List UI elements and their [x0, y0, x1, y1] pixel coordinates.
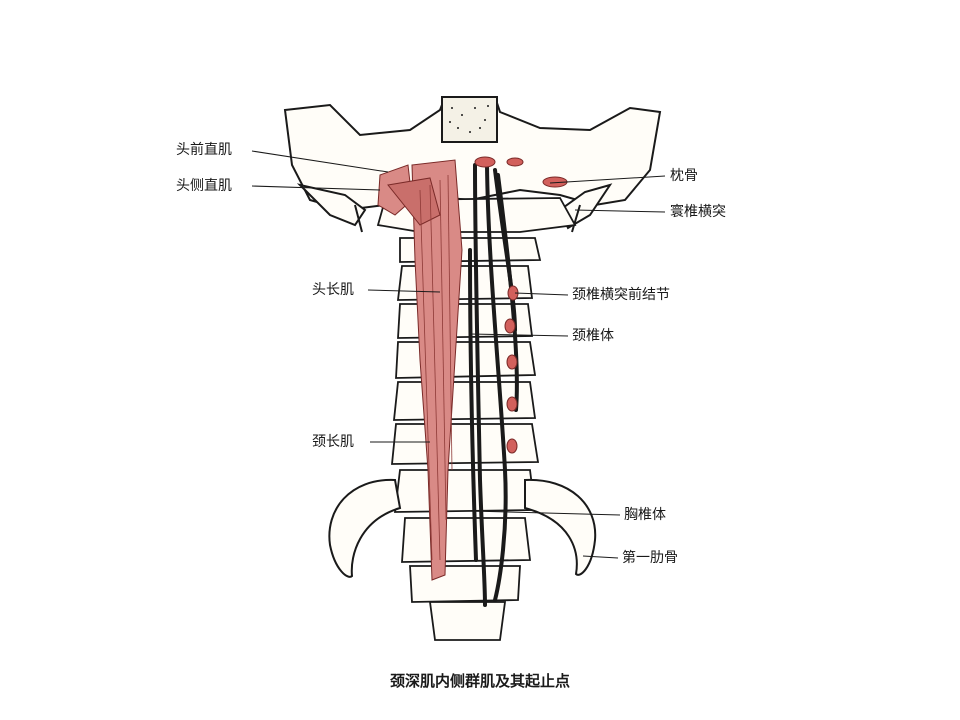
- label-thoracic-vertebral-body: 胸椎体: [624, 507, 666, 523]
- muscle-striations: [419, 174, 453, 561]
- label-atlas-transverse-process: 寰椎横突: [670, 204, 726, 220]
- label-anterior-tubercle: 颈椎横突前结节: [572, 287, 670, 303]
- label-cervical-vertebral-body: 颈椎体: [572, 328, 614, 344]
- attachment-lines: [468, 163, 519, 607]
- label-rectus-capitis-lateralis: 头侧直肌: [176, 178, 232, 194]
- first-rib-shapes: [328, 478, 597, 578]
- label-longus-colli: 颈长肌: [312, 434, 354, 450]
- leader-lines: [251, 150, 666, 559]
- label-rectus-capitis-anterior: 头前直肌: [176, 142, 232, 158]
- figure-caption: 颈深肌内侧群肌及其起止点: [389, 672, 570, 690]
- label-longus-capitis: 头长肌: [312, 282, 354, 298]
- label-first-rib: 第一肋骨: [622, 550, 678, 566]
- label-occipital-bone: 枕骨: [670, 168, 698, 184]
- bone-texture: [449, 105, 489, 133]
- attachment-points: [474, 156, 568, 454]
